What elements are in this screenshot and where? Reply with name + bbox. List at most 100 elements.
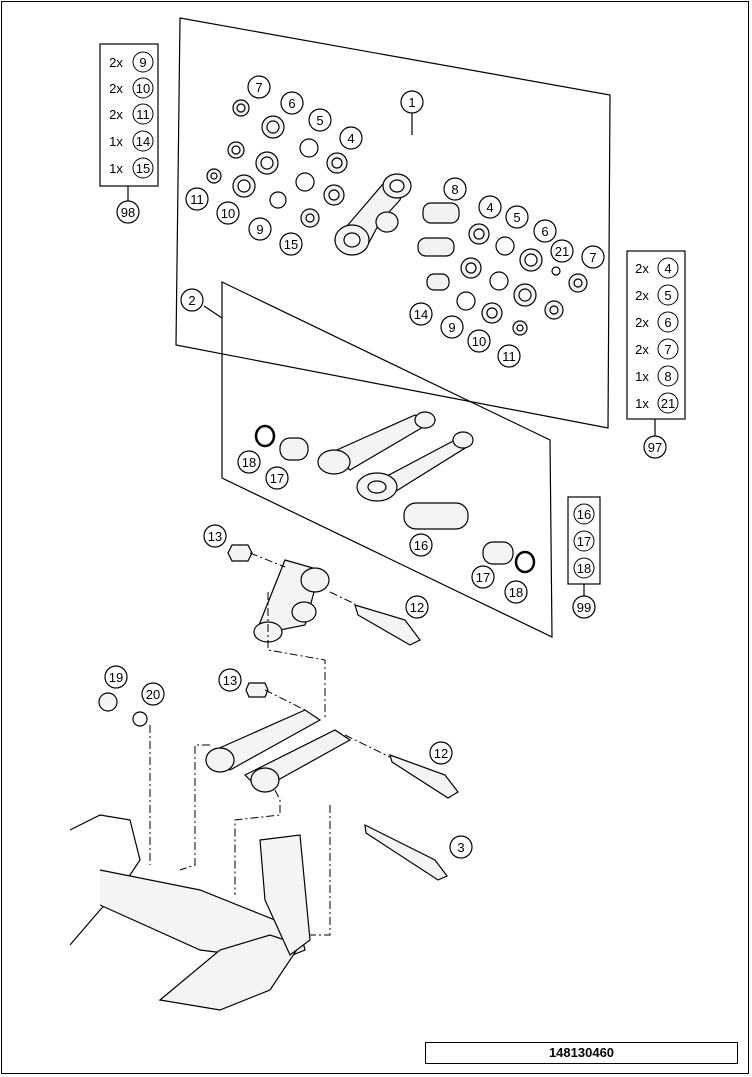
- svg-text:5: 5: [513, 210, 520, 225]
- callout-6: 6: [280, 91, 304, 115]
- callout-9: 9: [248, 217, 272, 241]
- callout-1: 1: [400, 90, 424, 114]
- svg-text:7: 7: [255, 80, 262, 95]
- kit-1-outline: [175, 17, 611, 429]
- svg-text:8: 8: [664, 369, 671, 384]
- kit-97-row: 2x 7: [635, 338, 679, 360]
- svg-text:11: 11: [502, 349, 516, 364]
- svg-text:1x: 1x: [109, 134, 123, 149]
- callout-11: 11: [185, 187, 209, 211]
- kit-97-row: 2x 5: [635, 284, 679, 306]
- callout-5: 5: [308, 108, 332, 132]
- callout-17: 17: [265, 466, 289, 490]
- pull-rod: [254, 411, 536, 574]
- callout-18: 18: [237, 450, 261, 474]
- linkage-lever: [333, 173, 412, 256]
- callout-17-lower: 17: [471, 565, 495, 589]
- svg-text:1x: 1x: [635, 396, 649, 411]
- callout-6-right: 6: [533, 219, 557, 243]
- assembled-linkage: [69, 544, 459, 1011]
- svg-text:3: 3: [457, 840, 464, 855]
- svg-text:11: 11: [136, 107, 150, 122]
- svg-text:4: 4: [347, 131, 354, 146]
- kit-97-label: 97: [648, 440, 662, 455]
- svg-text:2x: 2x: [635, 288, 649, 303]
- svg-text:6: 6: [288, 96, 295, 111]
- svg-text:11: 11: [190, 192, 204, 207]
- svg-text:15: 15: [136, 161, 150, 176]
- svg-text:10: 10: [136, 81, 150, 96]
- kit-99-row: 17: [573, 530, 595, 552]
- drawing-number: 148130460: [425, 1042, 738, 1064]
- svg-text:12: 12: [410, 600, 424, 615]
- svg-text:1x: 1x: [109, 161, 123, 176]
- callout-13: 13: [203, 524, 227, 548]
- callout-12: 12: [405, 595, 429, 619]
- svg-text:18: 18: [577, 561, 591, 576]
- callout-21: 21: [550, 239, 574, 263]
- svg-text:18: 18: [242, 455, 256, 470]
- callout-20: 20: [141, 682, 165, 706]
- svg-text:5: 5: [316, 113, 323, 128]
- callout-16: 16: [409, 533, 433, 557]
- callout-8: 8: [443, 177, 467, 201]
- svg-text:1x: 1x: [635, 369, 649, 384]
- svg-text:2x: 2x: [635, 342, 649, 357]
- svg-text:15: 15: [284, 237, 298, 252]
- callout-7-right: 7: [581, 245, 605, 269]
- svg-text:2x: 2x: [635, 261, 649, 276]
- callout-19: 19: [104, 665, 128, 689]
- svg-text:12: 12: [434, 746, 448, 761]
- svg-text:2x: 2x: [109, 81, 123, 96]
- assembly-guide-lines: [149, 552, 391, 936]
- svg-text:13: 13: [223, 673, 237, 688]
- kit-99-box: 16 17 18 99: [567, 496, 601, 619]
- svg-text:2x: 2x: [109, 107, 123, 122]
- svg-text:4: 4: [486, 200, 493, 215]
- svg-text:8: 8: [451, 182, 458, 197]
- callout-14: 14: [409, 302, 433, 326]
- svg-text:10: 10: [472, 334, 486, 349]
- bearing-and-bushing-parts: [206, 99, 588, 336]
- svg-text:2x: 2x: [635, 315, 649, 330]
- svg-text:20: 20: [146, 687, 160, 702]
- svg-text:2x: 2x: [109, 55, 123, 70]
- kit-98-row: 1x 15: [109, 157, 154, 179]
- svg-text:6: 6: [541, 224, 548, 239]
- callout-4: 4: [339, 126, 363, 150]
- svg-text:9: 9: [256, 222, 263, 237]
- kit-99-row: 16: [573, 503, 595, 525]
- svg-text:13: 13: [208, 529, 222, 544]
- svg-text:17: 17: [476, 570, 490, 585]
- svg-text:1: 1: [408, 95, 415, 110]
- callout-10: 10: [216, 201, 240, 225]
- svg-text:5: 5: [664, 288, 671, 303]
- callout-13-lower: 13: [218, 668, 242, 692]
- kit-99-label: 99: [577, 600, 591, 615]
- svg-text:17: 17: [577, 534, 591, 549]
- svg-text:21: 21: [555, 244, 569, 259]
- kit-98-row: 2x 10: [109, 77, 154, 99]
- svg-text:14: 14: [414, 307, 428, 322]
- svg-text:10: 10: [221, 206, 235, 221]
- kit-99-row: 18: [573, 557, 595, 579]
- svg-text:9: 9: [448, 320, 455, 335]
- kit-2-outline: [221, 281, 553, 638]
- callout-12-lower: 12: [429, 741, 453, 765]
- callout-3: 3: [449, 835, 473, 859]
- svg-text:14: 14: [136, 134, 150, 149]
- svg-text:7: 7: [664, 342, 671, 357]
- svg-text:19: 19: [109, 670, 123, 685]
- callout-2: 2: [180, 288, 204, 312]
- callout-4-right: 4: [478, 195, 502, 219]
- svg-text:17: 17: [270, 471, 284, 486]
- svg-text:4: 4: [664, 261, 671, 276]
- kit-98-label: 98: [121, 205, 135, 220]
